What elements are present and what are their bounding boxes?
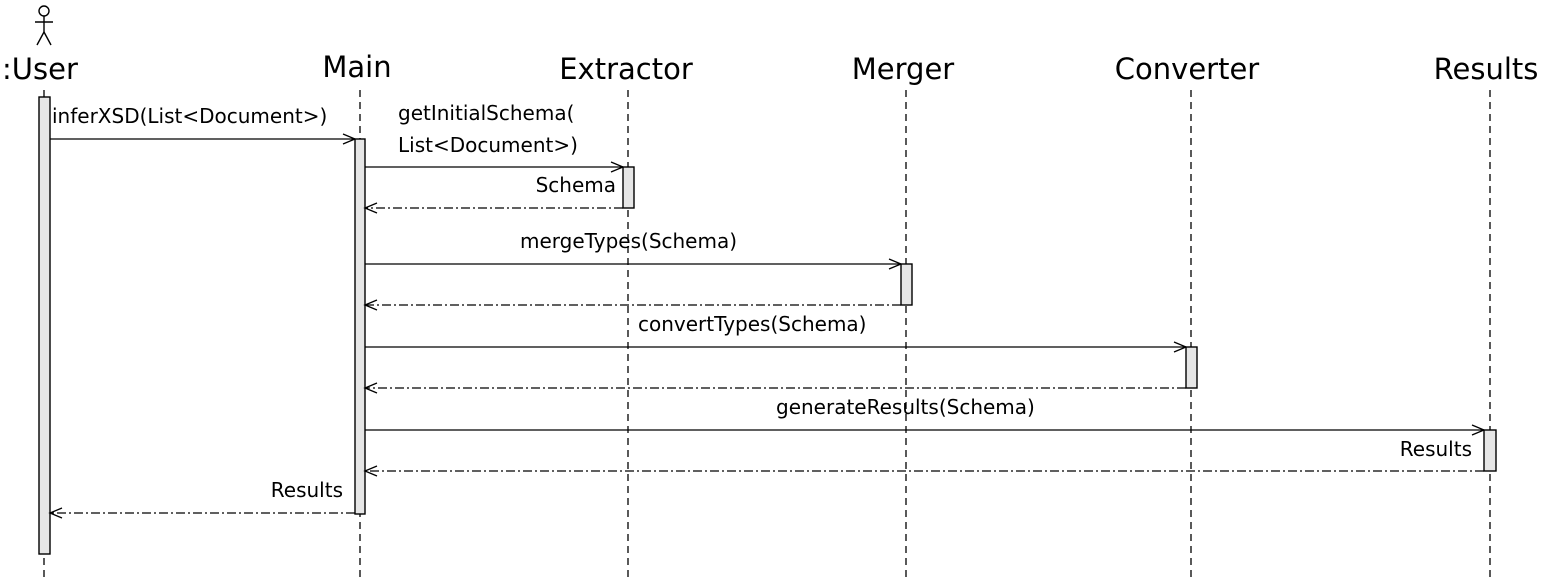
message-get-initial-schema-label-line1: getInitialSchema(	[398, 101, 574, 125]
participant-user-label: :User	[2, 52, 78, 86]
message-convert-types: convertTypes(Schema)	[365, 312, 1188, 353]
message-convert-types-label: convertTypes(Schema)	[638, 312, 867, 336]
return-converter	[363, 382, 1186, 394]
activation-merger	[900, 263, 913, 306]
activation-results	[1483, 429, 1497, 472]
activation-extractor	[622, 166, 635, 209]
message-infer-xsd-label: inferXSD(List<Document>)	[52, 104, 327, 128]
activation-user	[38, 96, 51, 555]
participant-main-label: Main	[322, 50, 391, 84]
message-merge-types: mergeTypes(Schema)	[365, 229, 903, 270]
message-get-initial-schema: getInitialSchema( List<Document>)	[365, 101, 625, 173]
message-generate-results-label: generateResults(Schema)	[776, 395, 1035, 419]
return-main-results-label: Results	[271, 478, 343, 502]
message-merge-types-label: mergeTypes(Schema)	[520, 229, 737, 253]
message-generate-results: generateResults(Schema)	[365, 395, 1486, 436]
return-extractor-schema: Schema	[363, 173, 623, 214]
return-results: Results	[363, 437, 1484, 477]
return-merger	[363, 299, 901, 311]
participant-converter-label: Converter	[1115, 52, 1260, 86]
return-main-results: Results	[48, 478, 355, 519]
return-results-label: Results	[1400, 437, 1472, 461]
user-actor-icon	[35, 5, 53, 46]
activation-converter	[1185, 346, 1198, 389]
message-infer-xsd: inferXSD(List<Document>)	[50, 104, 357, 145]
return-extractor-schema-label: Schema	[536, 173, 616, 197]
activation-main	[354, 138, 366, 515]
participant-results-label: Results	[1434, 52, 1539, 86]
message-get-initial-schema-label-line2: List<Document>)	[398, 133, 578, 157]
participant-merger-label: Merger	[852, 52, 955, 86]
participant-extractor-label: Extractor	[559, 52, 693, 86]
